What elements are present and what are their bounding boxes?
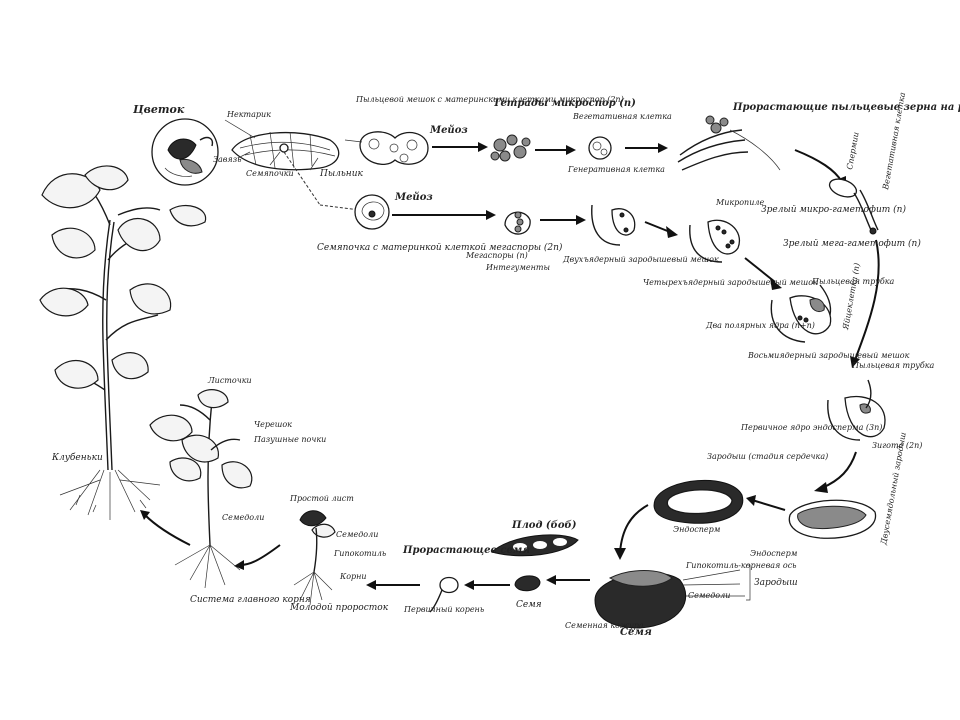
label-simple-leaf: Простой лист bbox=[289, 494, 354, 503]
arrow-to-mature-plant bbox=[144, 514, 191, 546]
label-integuments: Интегументы bbox=[485, 263, 550, 272]
label-pollen-tube-2: Пыльцевая трубка bbox=[851, 361, 935, 370]
label-zygote: Зигота (2n) bbox=[872, 441, 922, 450]
pod-illustration bbox=[491, 534, 579, 557]
label-two-polar: Два полярных ядра (n+n) bbox=[705, 321, 815, 330]
arrow-to-four-nucleate bbox=[644, 221, 671, 233]
two-nucleate-sac-illustration bbox=[591, 204, 636, 246]
label-hypocotyl: Гипокотиль bbox=[333, 549, 386, 558]
label-embryo: Зародыш bbox=[754, 578, 798, 588]
label-fruit: Плод (боб) bbox=[511, 520, 577, 531]
label-meiosis-mid: Мейоз bbox=[394, 192, 433, 203]
label-mature-mega: Зрелый мега-гаметофит (n) bbox=[783, 238, 921, 249]
germinating-pollen-illustration bbox=[677, 115, 781, 171]
label-primary-endosperm: Первичное ядро эндосперма (3n) bbox=[740, 423, 882, 432]
arrow-to-micro-gametophyte bbox=[794, 149, 843, 183]
eight-nucleate-sac-illustration bbox=[770, 284, 832, 343]
label-roots: Корни bbox=[339, 572, 367, 581]
label-primary-root: Первичный корень bbox=[403, 605, 484, 614]
young-plant-illustration bbox=[149, 389, 253, 589]
label-leaflets: Листочки bbox=[207, 376, 252, 385]
label-ovule-mother: Семяпочка с материнкой клеткой мегаспоры… bbox=[317, 242, 563, 253]
arrow-seedling-to-plant bbox=[239, 544, 281, 566]
young-seedling-illustration bbox=[293, 510, 336, 606]
label-cotyledons-plant: Семедоли bbox=[222, 513, 264, 522]
label-egg-cell: Яйцеклетка (n) bbox=[841, 262, 862, 331]
four-nucleate-sac-illustration bbox=[689, 219, 741, 263]
label-young-seedling: Молодой проросток bbox=[289, 603, 389, 613]
label-ovary: Завязь bbox=[213, 155, 241, 164]
label-sperm: Спермии bbox=[845, 131, 860, 170]
label-four-nucleate: Четырехъядерный зародышевый мешок bbox=[643, 278, 818, 287]
ovule-mother-cell-illustration bbox=[354, 194, 390, 230]
pollen-grain-illustration bbox=[588, 136, 612, 160]
fertilization-illustration bbox=[827, 379, 886, 441]
label-axillary-buds: Пазушные почки bbox=[253, 435, 326, 444]
label-germinating-seed: Прорастающее семя bbox=[402, 545, 530, 556]
label-endosperm-1: Эндосперм bbox=[673, 525, 721, 534]
flower-illustration bbox=[151, 118, 219, 186]
label-tetrads: Тетрады микроспор (n) bbox=[493, 98, 636, 109]
embryo-dicot-illustration bbox=[788, 499, 877, 539]
arrow-to-seed bbox=[619, 504, 649, 553]
label-pollen-tube: Пыльцевая трубка bbox=[811, 277, 895, 286]
mature-bean-plant bbox=[39, 165, 207, 520]
label-two-nucleate: Двухъядерный зародышевый мешок bbox=[562, 255, 719, 264]
label-petiole: Черешок bbox=[254, 420, 292, 429]
label-generative-cell: Генеративная клетка bbox=[567, 165, 665, 174]
label-taproot-system: Система главного корня bbox=[190, 595, 311, 605]
germinating-seed-illustration bbox=[429, 576, 459, 613]
label-vegetative-cell: Вегетативная клетка bbox=[572, 112, 672, 121]
label-germinating-pollen: Прорастающие пыльцевые зерна на рыльце bbox=[732, 102, 960, 113]
label-embryo-heart: Зародыш (стадия сердечка) bbox=[707, 452, 828, 461]
label-megaspores: Мегаспоры (n) bbox=[465, 251, 528, 260]
label-meiosis-top: Мейоз bbox=[429, 125, 468, 136]
small-seed-illustration bbox=[514, 575, 541, 592]
label-flower: Цветок bbox=[132, 103, 185, 116]
pollen-sac-illustration bbox=[344, 131, 429, 165]
label-anther: Пыльник bbox=[319, 169, 364, 179]
label-hypocotyl-root: Гипокотиль-корневая ось bbox=[685, 561, 797, 570]
tetrads-illustration bbox=[490, 134, 531, 162]
microgametophyte-illustration bbox=[828, 178, 879, 235]
label-ovules: Семяпочки bbox=[246, 169, 294, 178]
label-eight-nucleate: Восьмиядерный зародышевый мешок bbox=[747, 351, 910, 360]
label-cotyledons-seedling: Семедоли bbox=[336, 530, 378, 539]
label-pollen-sac: Пыльцевой мешок с материнскими клетками … bbox=[355, 95, 624, 104]
heart-stage-embryo-illustration bbox=[653, 479, 744, 524]
label-nectary: Нектарик bbox=[226, 110, 271, 119]
label-endosperm-2: Эндосперм bbox=[750, 549, 798, 558]
label-micropyle: Микропиле bbox=[715, 198, 764, 207]
label-seed-small: Семя bbox=[516, 600, 542, 610]
seed-illustration bbox=[594, 570, 687, 629]
megaspores-illustration bbox=[504, 211, 531, 235]
label-nodules: Клубеньки bbox=[51, 452, 103, 463]
label-seed-coat: Семенная кожура bbox=[565, 621, 644, 630]
arrow-to-heart-stage bbox=[751, 499, 786, 511]
arrow-right-descending bbox=[854, 239, 880, 361]
label-seed-big: Семя bbox=[620, 627, 652, 638]
flower-dissection bbox=[224, 119, 361, 211]
label-mature-micro: Зрелый микро-гаметофит (n) bbox=[761, 204, 906, 215]
label-cotyledons: Семедоли bbox=[688, 591, 730, 600]
